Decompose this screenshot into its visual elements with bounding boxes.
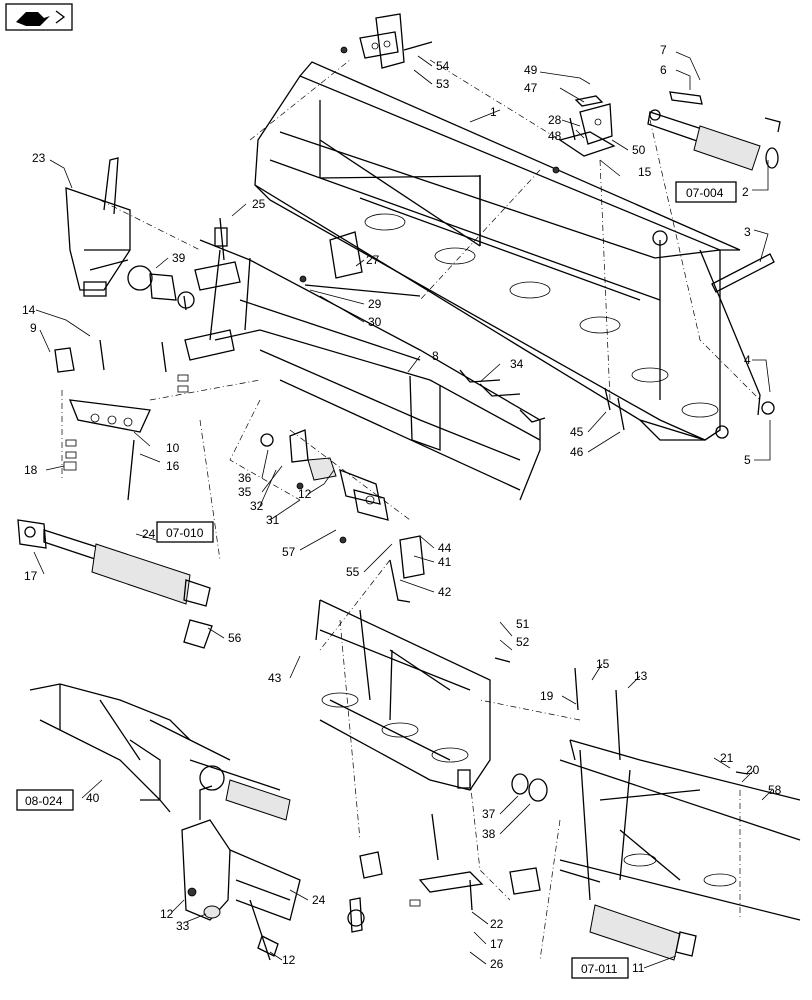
boom-left-upper: [54, 157, 195, 501]
callout-24: 24: [312, 893, 326, 907]
callout-12: 12: [282, 953, 296, 967]
callout-47: 47: [524, 81, 538, 95]
ref-box-08-024: [16, 789, 74, 811]
callout-9: 9: [30, 321, 37, 335]
pin-3: [711, 253, 775, 293]
callout-51: 51: [516, 617, 530, 631]
callout-46: 46: [570, 445, 584, 459]
callout-52: 52: [516, 635, 530, 649]
callout-58: 58: [768, 783, 782, 797]
pivot-assembly: [260, 429, 389, 544]
callout-56: 56: [228, 631, 242, 645]
callout-15: 15: [596, 657, 610, 671]
callout-16: 16: [166, 459, 180, 473]
callout-38: 38: [482, 827, 496, 841]
cylinder-25: [17, 519, 213, 649]
cylinder-upper: [647, 91, 781, 171]
callout-23: 23: [32, 151, 46, 165]
callout-48: 48: [548, 129, 562, 143]
inset-bracket-24: [181, 785, 301, 961]
callout-35: 35: [238, 485, 252, 499]
callout-17: 17: [24, 569, 38, 583]
callout-54: 54: [436, 59, 450, 73]
boom-frame-lower: [315, 535, 511, 791]
callout-2: 2: [742, 185, 749, 199]
ref-label-08-024[interactable]: 08-024: [25, 794, 63, 808]
leader-lines: [33, 51, 773, 969]
callout-40: 40: [86, 791, 100, 805]
callout-8: 8: [432, 349, 439, 363]
reference-labels[interactable]: 07-004 07-010 08-024 07-011: [25, 186, 724, 976]
callout-1: 1: [490, 105, 497, 119]
bracket-16: [552, 95, 616, 174]
callout-44: 44: [438, 541, 452, 555]
callout-13: 13: [634, 669, 648, 683]
callout-22: 22: [490, 917, 504, 931]
callout-18: 18: [24, 463, 38, 477]
boom-right-lower: [559, 667, 801, 961]
callout-19: 19: [540, 689, 554, 703]
boom-frame-upper: [254, 61, 775, 441]
callout-10: 10: [166, 441, 180, 455]
ref-box-07-004: [675, 181, 737, 203]
callout-43: 43: [268, 671, 282, 685]
callout-12: 12: [160, 907, 174, 921]
callout-42: 42: [438, 585, 452, 599]
callout-15: 15: [638, 165, 652, 179]
inset-assembly-41: [29, 683, 291, 821]
callout-3: 3: [744, 225, 751, 239]
callout-34: 34: [510, 357, 524, 371]
callout-labels: 1234567891011121212131415151617171819202…: [22, 43, 782, 975]
nav-arrow-icon[interactable]: [5, 3, 73, 31]
callout-57: 57: [282, 545, 296, 559]
top-bracket: [340, 13, 433, 69]
callout-30: 30: [368, 315, 382, 329]
callout-4: 4: [744, 353, 751, 367]
arm-frame-8: [161, 217, 541, 501]
u-bolts: [459, 369, 546, 423]
callout-36: 36: [238, 471, 252, 485]
callout-25: 25: [252, 197, 266, 211]
bracket-23: [347, 813, 541, 933]
washers: [511, 773, 548, 802]
bracket-28: [299, 231, 421, 297]
callout-14: 14: [22, 303, 36, 317]
ref-label-07-011[interactable]: 07-011: [581, 962, 618, 976]
reference-boxes[interactable]: [16, 181, 737, 979]
ref-box-07-010: [156, 521, 214, 543]
callout-26: 26: [490, 957, 504, 971]
callout-27: 27: [366, 253, 380, 267]
callout-29: 29: [368, 297, 382, 311]
callout-28: 28: [548, 113, 562, 127]
callout-33: 33: [176, 919, 190, 933]
ref-box-07-011: [571, 957, 629, 979]
ref-label-07-004[interactable]: 07-004: [686, 186, 724, 200]
callout-6: 6: [660, 63, 667, 77]
callout-55: 55: [346, 565, 360, 579]
callout-17: 17: [490, 937, 504, 951]
ref-label-07-010[interactable]: 07-010: [166, 526, 204, 540]
callout-49: 49: [524, 63, 538, 77]
hinge-pins: [604, 387, 625, 431]
callout-37: 37: [482, 807, 496, 821]
callout-50: 50: [632, 143, 646, 157]
callout-12: 12: [298, 487, 312, 501]
callout-24: 24: [142, 527, 156, 541]
callout-53: 53: [436, 77, 450, 91]
callout-7: 7: [660, 43, 667, 57]
callout-31: 31: [266, 513, 280, 527]
callout-21: 21: [720, 751, 734, 765]
callout-5: 5: [744, 453, 751, 467]
callout-39: 39: [172, 251, 186, 265]
alignment-lines: [61, 59, 761, 961]
callout-41: 41: [438, 555, 452, 569]
callout-32: 32: [250, 499, 264, 513]
callout-11: 11: [632, 961, 645, 975]
callout-45: 45: [570, 425, 584, 439]
callout-20: 20: [746, 763, 760, 777]
